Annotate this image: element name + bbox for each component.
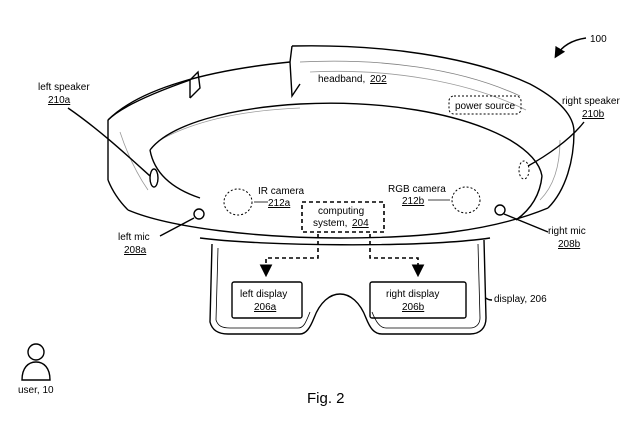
left-mic-number: 208a: [124, 245, 147, 256]
headband-label: headband,: [318, 74, 365, 85]
right-speaker-label: right speaker: [562, 96, 620, 107]
left-speaker-label: left speaker: [38, 82, 90, 93]
ref-arrow: [556, 38, 586, 56]
computing-line2: system,: [313, 218, 347, 229]
rgb-camera-shape: [452, 187, 480, 213]
user-icon: [22, 344, 50, 380]
right-display-number: 206b: [402, 302, 425, 313]
left-display-number: 206a: [254, 302, 277, 313]
display-leader: [486, 298, 492, 300]
right-mic-label: right mic: [548, 226, 586, 237]
left-mic-shape: [194, 209, 204, 219]
rgb-camera-number: 212b: [402, 196, 425, 207]
left-display-label: left display: [240, 289, 287, 300]
connection-right-display: [370, 234, 418, 274]
right-speaker-number: 210b: [582, 109, 605, 120]
right-speaker-leader: [528, 122, 584, 166]
connection-left-display: [266, 234, 318, 274]
left-speaker-shape: [150, 169, 158, 187]
ir-camera-label: IR camera: [258, 186, 305, 197]
display-label: display, 206: [494, 294, 547, 305]
figure-caption: Fig. 2: [307, 390, 345, 407]
ir-camera-shape: [224, 189, 252, 215]
rgb-camera-label: RGB camera: [388, 184, 446, 195]
left-mic-leader: [160, 218, 194, 236]
left-speaker-number: 210a: [48, 95, 71, 106]
computing-line1: computing: [318, 206, 364, 217]
right-display-label: right display: [386, 289, 439, 300]
right-speaker-shape: [519, 161, 529, 179]
display-unit: [210, 240, 486, 334]
headband-number: 202: [370, 74, 387, 85]
figure-ref-number: 100: [590, 34, 607, 45]
power-source-label: power source: [455, 101, 515, 112]
right-mic-number: 208b: [558, 239, 581, 250]
computing-number: 204: [352, 218, 369, 229]
right-mic-shape: [495, 205, 505, 215]
left-mic-label: left mic: [118, 232, 150, 243]
user-label: user, 10: [18, 385, 54, 396]
ir-camera-number: 212a: [268, 198, 291, 209]
